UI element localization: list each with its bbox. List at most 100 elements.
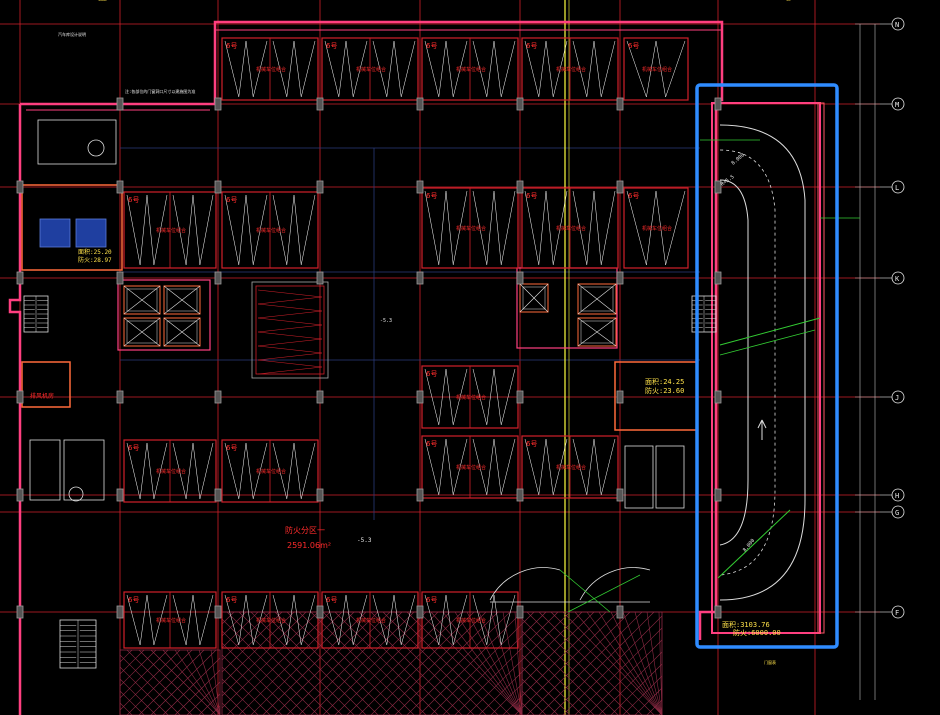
core-left-wall [117, 279, 211, 351]
lift-4-frame [163, 317, 201, 347]
hatch-stroke-b [478, 671, 523, 715]
hatch-stroke-b [186, 681, 221, 715]
stall-diag [552, 438, 568, 496]
table-cell: 250 [62, 0, 70, 2]
hatch-stroke [521, 642, 595, 715]
gate-arc-left [489, 567, 561, 601]
stall-diag [153, 194, 168, 266]
lift-car [126, 288, 158, 312]
column [214, 488, 222, 502]
column [516, 390, 524, 404]
ramp-outer-curve [719, 124, 806, 601]
table-cell: 3.150 [78, 0, 92, 2]
column [214, 97, 222, 111]
hatch-stroke [186, 649, 221, 715]
hatch-stroke [521, 666, 571, 715]
ramp-drawing [700, 124, 860, 601]
stall-diag [452, 368, 468, 426]
table-cell: 钢 [786, 0, 791, 2]
hatch-stroke-b [430, 623, 523, 715]
table-cell: 2.1 [756, 0, 764, 2]
stall-diag [452, 40, 468, 98]
stall-diag [324, 40, 340, 98]
hatch-stroke-b [198, 693, 221, 715]
parking-stalls-layer: 6号机械车位组合6号机械车位组合6号机械车位组合6号机械车位组合6号机械车位组合… [123, 37, 689, 649]
column [116, 97, 124, 111]
level-mark-left: -5.3 [380, 318, 392, 324]
axis-bubble-H: H [880, 488, 905, 502]
stall-diag [445, 40, 454, 98]
stall-diag [139, 594, 148, 646]
column [416, 605, 424, 619]
table-cell: DG3 [30, 0, 38, 2]
hatch-stroke-b [119, 649, 145, 675]
stall-diag [224, 194, 240, 266]
selection-highlight-box[interactable] [695, 83, 839, 649]
stall-diag [293, 194, 302, 266]
stall-number: 6号 [226, 596, 237, 604]
hatch-stroke-b [521, 611, 559, 649]
stall-bay-label: 机械车位组合 [256, 468, 286, 475]
column [16, 271, 24, 285]
hatch-stroke [454, 611, 523, 715]
hatch-stroke-b [442, 635, 523, 715]
axis-bubble-N: N [880, 17, 905, 31]
axis-label-L: L [895, 184, 899, 192]
stall-number: 6号 [128, 596, 139, 604]
column [616, 605, 624, 619]
stall-number: 6号 [628, 42, 639, 50]
stall-diag [486, 438, 495, 496]
stall-number: 6号 [628, 192, 639, 200]
column [714, 488, 722, 502]
central-ramp-stripe [257, 345, 323, 354]
stall-diag [524, 438, 540, 496]
table-cell: 3.5 [770, 0, 778, 2]
stall-diag [185, 594, 194, 646]
hatch-stroke-b [454, 647, 523, 715]
stall-diag [655, 190, 666, 266]
stall-diag [665, 40, 686, 98]
lift-5-frame [577, 283, 617, 315]
stall-number: 6号 [526, 42, 537, 50]
stall-number: 6号 [426, 192, 437, 200]
central-ramp-inner [255, 285, 325, 375]
stall-diag [224, 442, 240, 500]
column [214, 180, 222, 194]
axis-bubble-F: F [880, 605, 905, 619]
column [516, 97, 524, 111]
stall-bay-label: 机械车位组合 [156, 227, 186, 234]
stall-diag [626, 40, 647, 98]
stall-diag [172, 442, 187, 500]
hatch-stroke-b [210, 705, 221, 715]
stall-diag [486, 594, 495, 646]
hatch-stroke-b [382, 611, 487, 715]
table-cell: 2.5 [770, 0, 778, 2]
column [616, 271, 624, 285]
hatch-stroke [221, 702, 235, 715]
stall-diag [472, 368, 488, 426]
lift-cross [163, 285, 201, 315]
hatch-stroke [119, 690, 145, 715]
central-ramp-stripe [257, 359, 323, 368]
hatch-stroke [221, 642, 295, 715]
hatch-stroke-b [274, 611, 379, 715]
hatch-bottom-right-outline [521, 611, 663, 715]
ramp-green-diag-3 [717, 509, 791, 579]
table-cell: 3.150 [78, 0, 92, 2]
stall-diag [452, 438, 468, 496]
column [316, 97, 324, 111]
stall-bay-label: 机械车位组合 [256, 66, 286, 73]
central-ramp-stripe [257, 289, 323, 298]
stall-diag [438, 438, 447, 496]
fan-room-wall [21, 361, 71, 408]
room-area-line-1: 面积:24.25 [645, 377, 684, 386]
column [316, 488, 324, 502]
hatch-stroke-b [358, 611, 463, 715]
stall-diag [486, 190, 495, 266]
stall-number: 6号 [526, 192, 537, 200]
